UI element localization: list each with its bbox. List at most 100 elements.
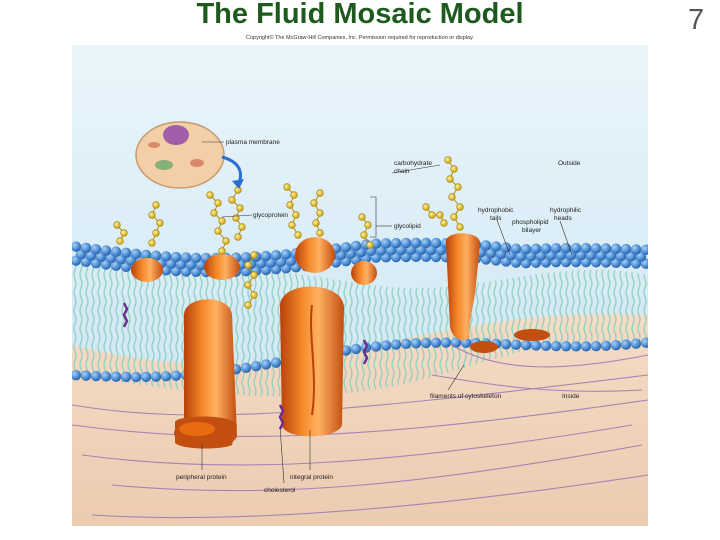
phospholipid-head xyxy=(400,338,412,350)
phospholipid-head xyxy=(110,371,122,382)
phospholipid-head xyxy=(520,244,532,255)
sugar-unit xyxy=(440,219,448,227)
sugar-unit xyxy=(218,247,226,255)
sugar-unit xyxy=(316,189,324,197)
sugar-unit xyxy=(222,237,230,245)
integral-protein-center xyxy=(280,286,344,437)
sugar-unit xyxy=(444,156,452,164)
label-hydrophilic-heads-line2: heads xyxy=(554,215,572,222)
label-plasma-membrane: plasma membrane xyxy=(226,139,280,146)
phospholipid-head xyxy=(630,244,642,255)
phospholipid-head xyxy=(560,341,572,352)
sugar-unit xyxy=(428,211,436,219)
sugar-unit xyxy=(218,217,226,225)
sugar-unit xyxy=(228,196,236,204)
sugar-unit xyxy=(250,291,258,299)
phospholipid-head xyxy=(80,370,92,381)
phospholipid-head xyxy=(480,240,492,251)
phospholipid-head xyxy=(370,341,382,352)
phospholipid-head xyxy=(170,370,182,381)
sugar-unit xyxy=(116,237,124,245)
sugar-unit xyxy=(360,231,368,239)
sugar-unit xyxy=(148,239,156,247)
phospholipid-head xyxy=(120,247,132,258)
membrane-illustration: plasma membrane carbohydrate chain Outsi… xyxy=(72,45,648,526)
phospholipid-head xyxy=(240,252,252,263)
phospholipid-head xyxy=(120,371,132,383)
sugar-unit xyxy=(152,201,160,209)
phospholipid-head xyxy=(270,250,282,261)
sugar-unit xyxy=(422,203,430,211)
phospholipid-head xyxy=(540,340,552,352)
phospholipid-head xyxy=(90,243,102,255)
sugar-unit xyxy=(358,213,366,221)
cell-inset xyxy=(135,121,244,189)
phospholipid-head xyxy=(130,248,142,260)
sugar-unit xyxy=(294,231,302,239)
phospholipid-head xyxy=(640,244,648,255)
label-glycoprotein: glycoprotein xyxy=(253,212,288,219)
phospholipid-head xyxy=(180,252,192,263)
peripheral-protein-top-1 xyxy=(131,258,163,282)
phospholipid-head xyxy=(72,241,82,252)
phospholipid-head xyxy=(130,371,142,383)
phospholipid-head xyxy=(430,337,442,348)
sugar-unit xyxy=(236,204,244,212)
carbohydrate-chain-link xyxy=(361,216,371,246)
label-inside: Inside xyxy=(562,393,580,400)
phospholipid-head xyxy=(340,241,352,253)
sugar-unit xyxy=(364,221,372,229)
sugar-unit xyxy=(436,211,444,219)
phospholipid-head xyxy=(140,371,152,383)
sugar-unit xyxy=(244,281,252,289)
label-carbohydrate-chain-line2: chain xyxy=(394,168,410,175)
phospholipid-head xyxy=(150,250,162,261)
sugar-unit xyxy=(244,261,252,269)
phospholipid-head xyxy=(500,338,512,350)
phospholipid-head xyxy=(550,340,562,352)
phospholipid-head xyxy=(160,251,172,262)
label-glycolipid: glycolipid xyxy=(394,223,421,230)
sugar-unit xyxy=(113,221,121,229)
phospholipid-head xyxy=(350,343,362,355)
sugar-unit xyxy=(234,233,242,241)
phospholipid-head xyxy=(610,243,622,254)
phospholipid-head xyxy=(590,243,602,254)
upper-phospholipid-heads xyxy=(72,237,648,278)
phospholipid-head xyxy=(530,243,542,254)
sugar-unit xyxy=(448,193,456,201)
phospholipid-head xyxy=(430,237,442,249)
sugar-unit xyxy=(214,227,222,235)
sugar-unit xyxy=(312,219,320,227)
sugar-unit xyxy=(156,219,164,227)
phospholipid-head xyxy=(100,245,112,256)
phospholipid-head xyxy=(280,249,292,260)
phospholipid-head xyxy=(400,237,412,249)
phospholipid-head xyxy=(510,339,522,350)
sugar-unit xyxy=(290,191,298,199)
phospholipid-head xyxy=(160,371,172,382)
phospholipid-head xyxy=(340,345,352,356)
phospholipid-head xyxy=(190,252,202,263)
label-carbohydrate-chain-line1: carbohydrate xyxy=(394,160,432,167)
label-phospholipid-bilayer-line1: phospholipid xyxy=(512,219,549,226)
sugar-unit xyxy=(250,251,258,259)
phospholipid-head xyxy=(520,339,532,351)
phospholipid-head xyxy=(540,243,552,254)
label-cholesterol: cholesterol xyxy=(264,487,296,494)
phospholipid-head xyxy=(610,339,622,351)
sugar-unit xyxy=(456,203,464,211)
sugar-unit xyxy=(210,209,218,217)
phospholipid-head xyxy=(580,341,592,352)
peripheral-protein-inner-right xyxy=(470,329,550,353)
phospholipid-head xyxy=(440,337,452,348)
label-outside: Outside xyxy=(558,160,581,167)
slide-number: 7 xyxy=(688,4,705,36)
phospholipid-head xyxy=(570,341,582,352)
phospholipid-head xyxy=(260,359,272,370)
sugar-unit xyxy=(316,229,324,237)
cholesterol-molecules xyxy=(122,302,369,430)
phospholipid-head xyxy=(150,371,162,382)
phospholipid-head xyxy=(640,337,648,348)
label-hydrophobic-tails-line2: tails xyxy=(490,215,502,222)
